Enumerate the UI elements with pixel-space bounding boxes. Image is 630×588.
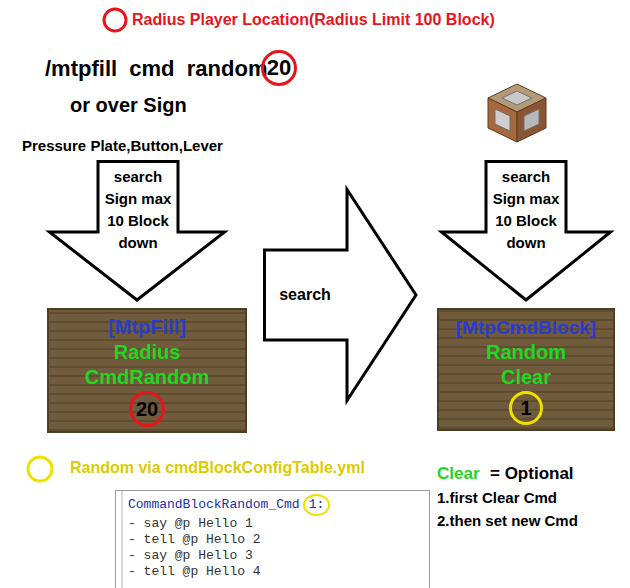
code-line: - say @p Hello 1 [116,516,429,532]
sign-line: 1 [509,391,543,425]
sign-heading: [MtpFill] [49,315,245,340]
sign-line: 20 [129,391,165,427]
arrow-label: search Sign max 10 Block down [98,166,178,254]
note-text: = Optional [490,463,574,484]
note-text: Radius Player Location(Radius Limit 100 … [132,10,495,30]
note-text: or over Sign [70,93,187,118]
cube-right-panel [524,109,539,131]
callout-number: 20 [261,50,297,86]
sign-line: Radius [49,340,245,365]
sign-line: Clear [439,365,613,390]
config-code-box: CommandBlockRandom_Cmd1:- say @p Hello 1… [115,490,430,588]
arrow-shape: search Sign max 10 Block down [440,160,612,302]
code-line: - tell @p Hello 4 [116,564,429,580]
cube-left-panel [495,109,510,131]
arrow-outline-path [50,162,225,301]
cube-left [488,98,517,142]
code-line: - tell @p Hello 2 [116,532,429,548]
red-marker-circle [104,9,126,31]
arrow-label: search [263,284,347,306]
note-text: 2.then set new Cmd [437,511,578,530]
cube-top-panel [502,91,532,105]
arrow-outline-path [442,162,611,301]
arrow-shape: search [263,188,418,402]
note-text: Random via cmdBlockConfigTable.yml [70,458,365,478]
sign-board: [MtpFill]RadiusCmdRandom20 [47,308,247,433]
yellow-marker-circle [28,457,52,481]
command-block-icon [488,84,546,142]
arrow-shape: search Sign max 10 Block down [48,160,226,302]
sign-board: [MtpCmdBlock]RandomClear1 [437,308,615,431]
sign-heading: [MtpCmdBlock] [439,315,613,340]
sign-line: Random [439,340,613,365]
note-text: /mtpfill cmd random [45,55,267,83]
gutter-line [122,491,123,588]
code-line: - say @p Hello 3 [116,548,429,564]
code-line: CommandBlockRandom_Cmd [116,497,300,512]
note-text: Pressure Plate,Button,Lever [22,136,223,155]
sign-line: CmdRandom [49,365,245,390]
note-text: 1.first Clear Cmd [437,488,557,507]
note-text: Clear [437,463,480,484]
cube-right [517,98,546,142]
arrow-label: search Sign max 10 Block down [486,166,566,254]
code-line: 1: [303,494,331,516]
